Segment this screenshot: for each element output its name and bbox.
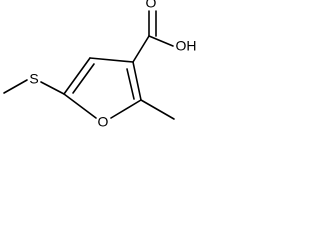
bond-c2-methyl — [140, 99, 175, 120]
bond-c3-c2-double — [126, 68, 135, 100]
bond-s-methyl — [3, 79, 28, 94]
bond-s-c5 — [40, 81, 65, 95]
bond-c3-c2 — [132, 61, 142, 101]
ring-oxygen-label: O — [98, 114, 109, 130]
bond-c5-c4-double — [72, 63, 95, 94]
chemical-structure: S O O OH — [3, 0, 197, 130]
hydroxyl-label: OH — [176, 38, 197, 54]
bond-c4-c3 — [89, 57, 134, 63]
carboxyl-oxygen-label: O — [146, 0, 157, 11]
sulfur-label: S — [29, 71, 38, 87]
bond-c5-c4 — [63, 57, 91, 95]
bond-o1-c5 — [63, 93, 97, 119]
bond-c3-carboxyl — [132, 35, 150, 63]
structure-canvas: S O O OH — [0, 0, 218, 140]
bond-c2-o1 — [110, 99, 142, 119]
bond-c-oh — [148, 35, 174, 47]
